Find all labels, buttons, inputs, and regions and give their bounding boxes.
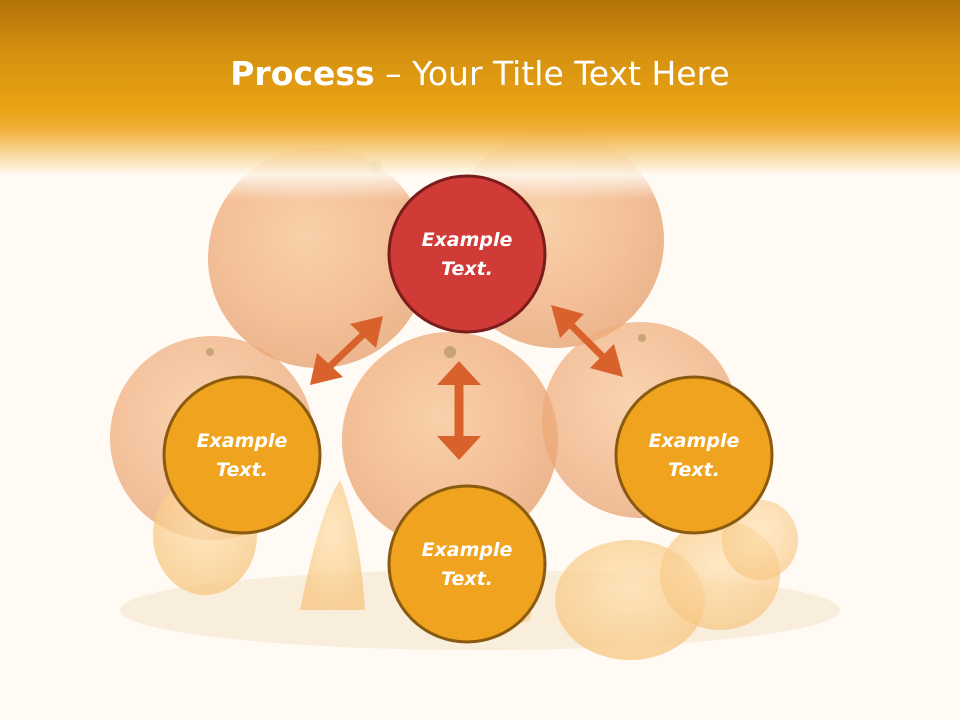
- node-bottom-line1: Example: [422, 539, 513, 561]
- process-node-bottom[interactable]: Example Text.: [387, 484, 547, 644]
- node-bottom-line2: Text.: [441, 568, 493, 590]
- node-left-line1: Example: [197, 430, 288, 452]
- node-right-line2: Text.: [668, 459, 720, 481]
- arrow-center-vertical: [437, 361, 481, 460]
- arrow-top-right: [551, 305, 623, 377]
- title-bold-text: Process: [230, 54, 375, 93]
- title-rest-text: – Your Title Text Here: [374, 54, 730, 93]
- node-top-line1: Example: [422, 229, 513, 251]
- process-node-right[interactable]: Example Text.: [614, 375, 774, 535]
- header-band: [0, 0, 960, 200]
- node-left-line2: Text.: [216, 459, 268, 481]
- arrow-top-left: [310, 316, 383, 385]
- node-right-line1: Example: [649, 430, 740, 452]
- node-top-line2: Text.: [441, 258, 493, 280]
- slide-title: Process – Your Title Text Here: [0, 52, 960, 96]
- process-node-left[interactable]: Example Text.: [162, 375, 322, 535]
- process-node-top[interactable]: Example Text.: [387, 174, 547, 334]
